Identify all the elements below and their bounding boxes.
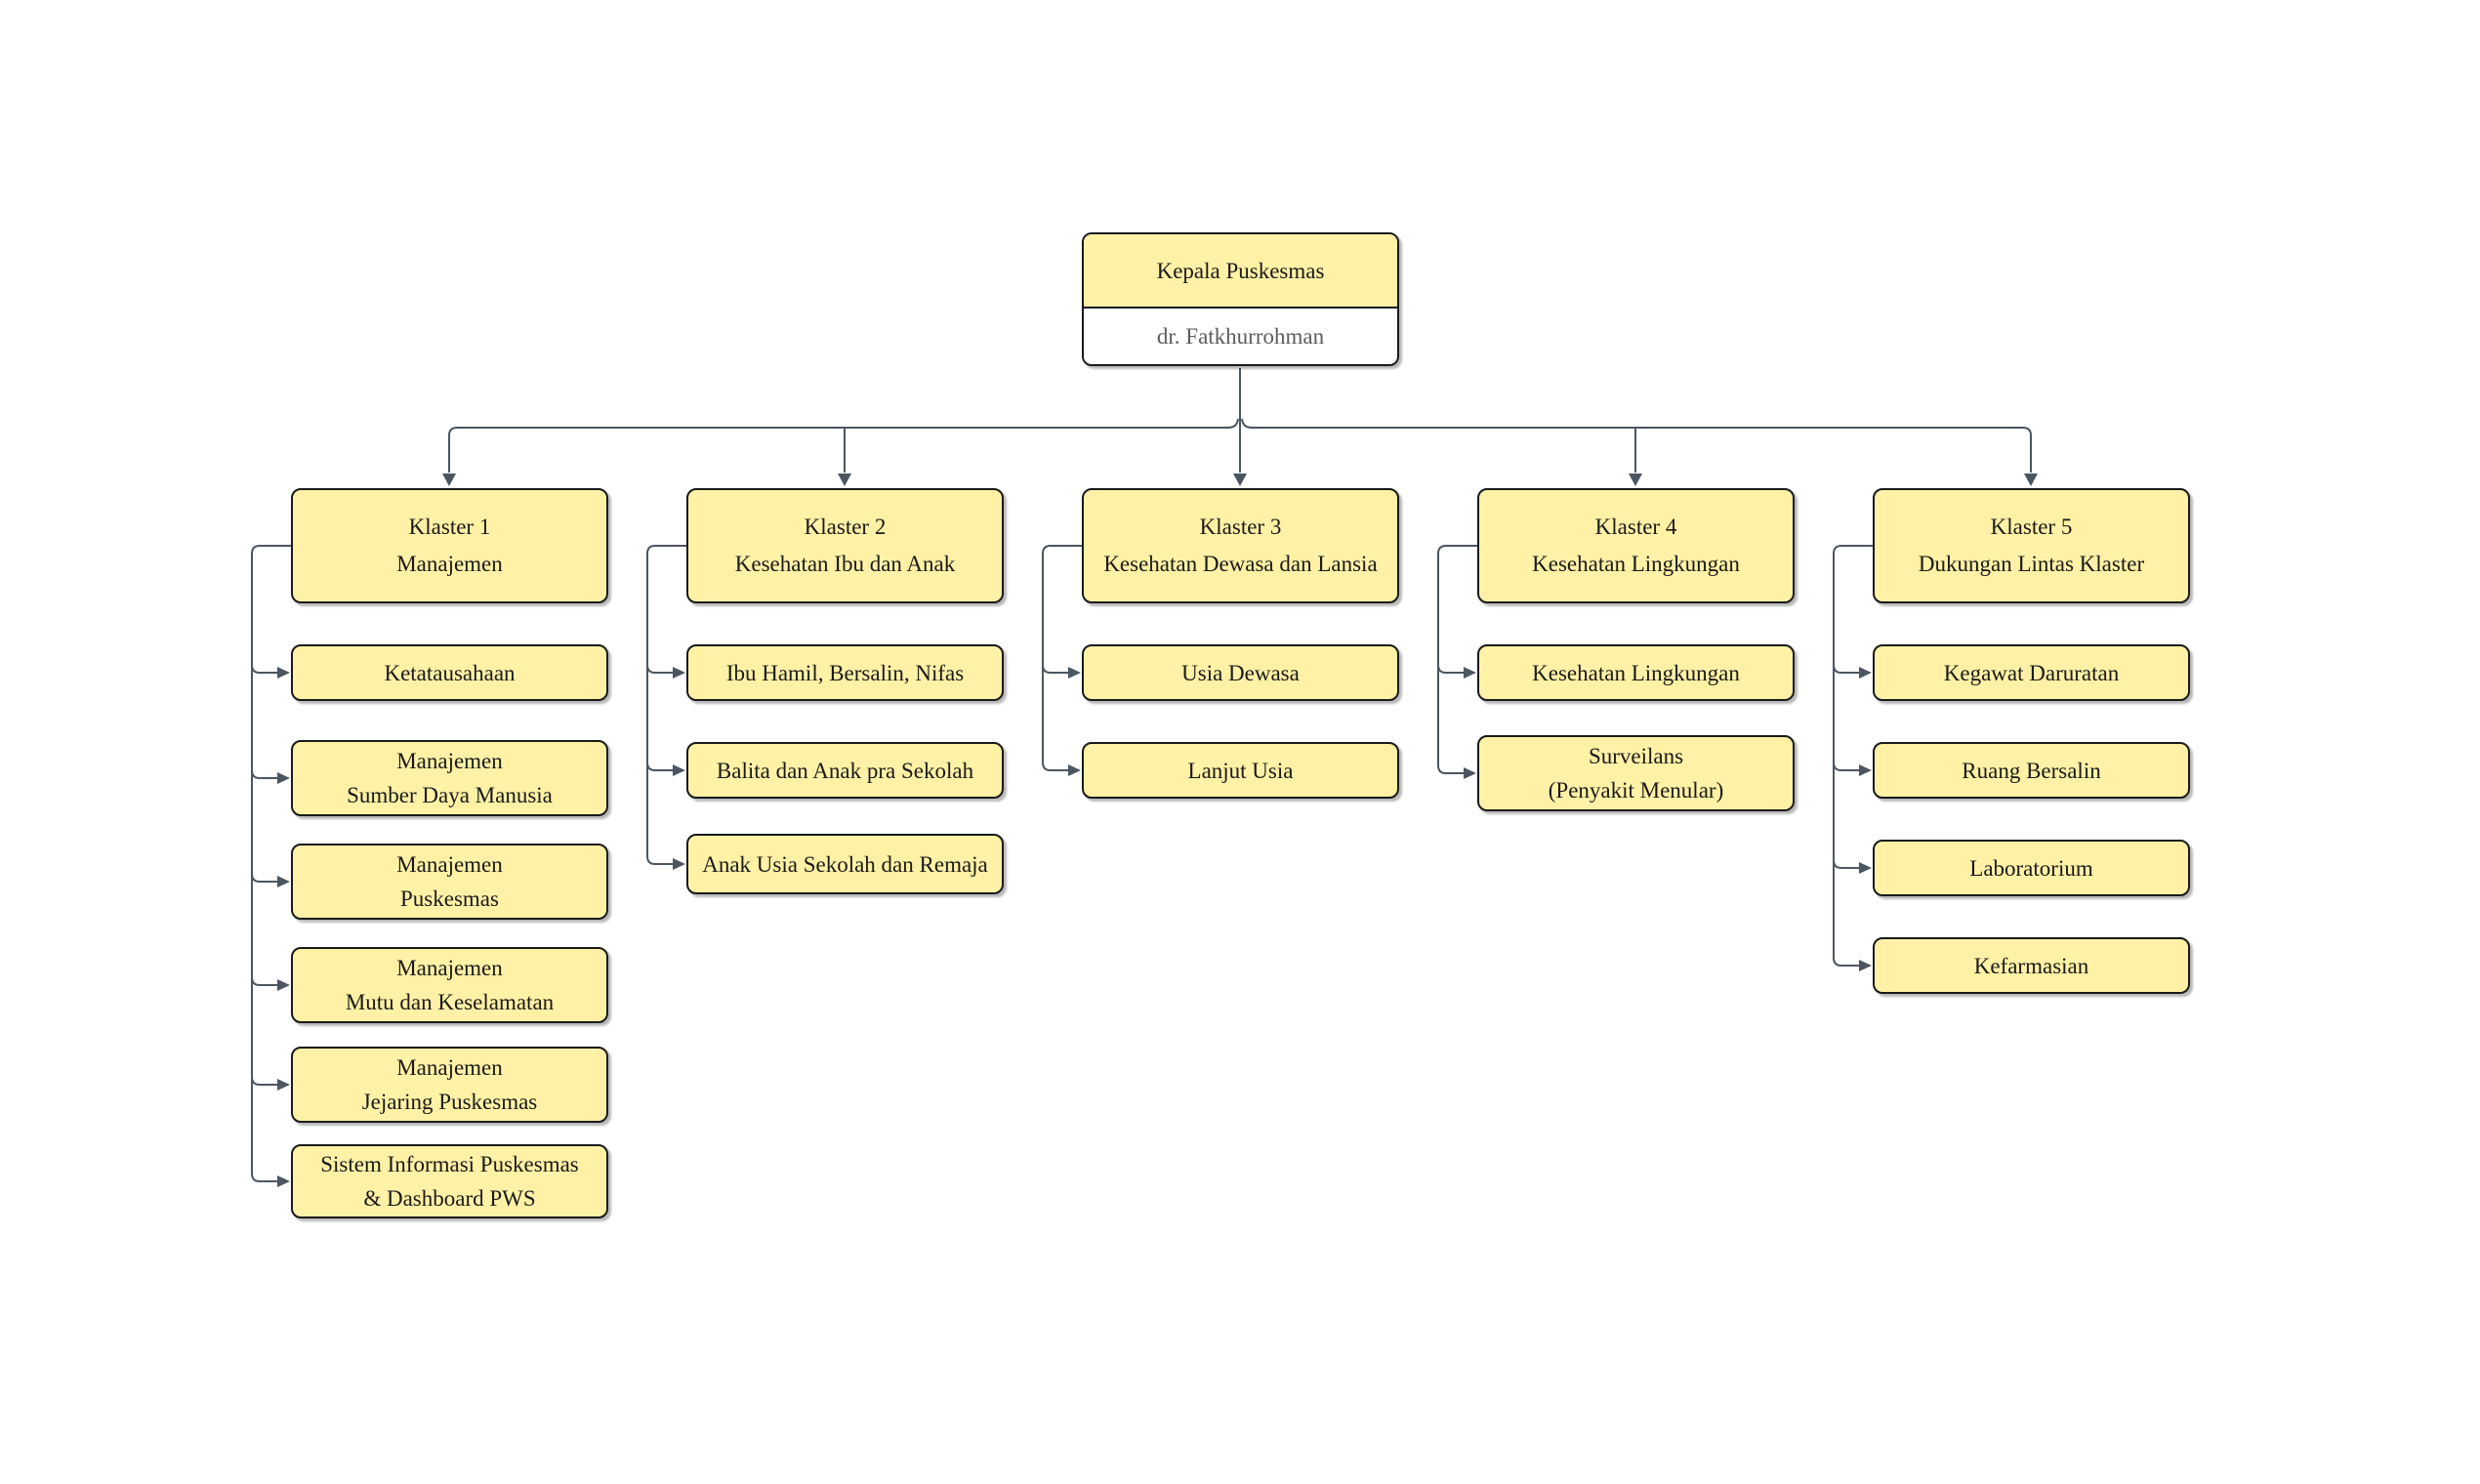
item-laboratorium: Laboratorium [1873, 840, 2190, 896]
arrow-right-icon [1859, 764, 1872, 776]
arrow-right-icon [1859, 960, 1872, 971]
label-line: (Penyakit Menular) [1548, 778, 1724, 803]
cluster-4-header: Klaster 4 Kesehatan Lingkungan [1477, 488, 1795, 603]
arrow-right-icon [277, 876, 290, 887]
arrow-down-icon [2024, 474, 2038, 486]
item-sistem-informasi-puskesmas-dashboard-pws: Sistem Informasi Puskesmas & Dashboard P… [291, 1144, 608, 1218]
cluster-subtitle: Kesehatan Lingkungan [1532, 552, 1740, 576]
label-line: Laboratorium [1969, 855, 2093, 881]
root-title: Kepala Puskesmas [1156, 258, 1325, 283]
item-kefarmasian: Kefarmasian [1873, 937, 2190, 994]
cluster-subtitle: Kesehatan Ibu dan Anak [734, 552, 956, 576]
arrow-right-icon [1859, 862, 1872, 874]
label-line: Ruang Bersalin [1962, 758, 2101, 783]
item-ibu-hamil-bersalin-nifas: Ibu Hamil, Bersalin, Nifas [686, 644, 1004, 701]
root-title-band: Kepala Puskesmas [1084, 234, 1397, 309]
item-ruang-bersalin: Ruang Bersalin [1873, 742, 2190, 799]
cluster-1-header: Klaster 1 Manajemen [291, 488, 608, 603]
cluster-4-rail [1437, 545, 1477, 779]
cluster-title: Klaster 5 [1990, 515, 2073, 539]
cluster-title: Klaster 2 [804, 515, 887, 539]
item-lanjut-usia: Lanjut Usia [1082, 742, 1399, 799]
item-kegawat-daruratan: Kegawat Daruratan [1873, 644, 2190, 701]
arrow-right-icon [1068, 667, 1081, 679]
label-line: Sumber Daya Manusia [347, 783, 553, 807]
item-usia-dewasa: Usia Dewasa [1082, 644, 1399, 701]
arrow-right-icon [1859, 667, 1872, 679]
item-manajemen-mutu-dan-keselamatan: Manajemen Mutu dan Keselamatan [291, 947, 608, 1023]
cluster-2-rail [646, 545, 686, 870]
label-line: Sistem Informasi Puskesmas [320, 1152, 579, 1176]
root-node: Kepala Puskesmas dr. Fatkhurrohman [1082, 232, 1399, 366]
label-line: Lanjut Usia [1187, 758, 1294, 783]
label-line: Jejaring Puskesmas [361, 1090, 538, 1114]
item-manajemen-puskesmas: Manajemen Puskesmas [291, 844, 608, 920]
label-line: Usia Dewasa [1181, 660, 1300, 685]
item-balita-dan-anak-pra-sekolah: Balita dan Anak pra Sekolah [686, 742, 1004, 799]
cluster-subtitle: Dukungan Lintas Klaster [1918, 552, 2145, 576]
arrow-right-icon [1464, 767, 1476, 779]
root-subtitle-band: dr. Fatkhurrohman [1084, 309, 1397, 364]
arrow-right-icon [277, 1175, 290, 1187]
cluster-title: Klaster 4 [1594, 515, 1677, 539]
label-line: Surveilans [1588, 744, 1684, 768]
cluster-5-header: Klaster 5 Dukungan Lintas Klaster [1873, 488, 2190, 603]
item-manajemen-jejaring-puskesmas: Manajemen Jejaring Puskesmas [291, 1047, 608, 1123]
label-line: Balita dan Anak pra Sekolah [716, 758, 974, 783]
label-line: & Dashboard PWS [363, 1186, 536, 1211]
arrow-right-icon [1464, 667, 1476, 679]
item-surveilans-penyakit-menular: Surveilans (Penyakit Menular) [1477, 735, 1795, 811]
item-manajemen-sumber-daya-manusia: Manajemen Sumber Daya Manusia [291, 740, 608, 816]
cluster-subtitle: Kesehatan Dewasa dan Lansia [1103, 552, 1378, 576]
arrow-right-icon [673, 667, 685, 679]
root-subtitle: dr. Fatkhurrohman [1156, 324, 1325, 349]
cluster-1-rail [251, 545, 291, 1187]
label-line: Kegawat Daruratan [1943, 660, 2120, 685]
arrow-down-icon [1629, 474, 1642, 486]
arrow-right-icon [277, 772, 290, 784]
label-line: Anak Usia Sekolah dan Remaja [702, 851, 988, 877]
cluster-5-rail [1833, 545, 1873, 971]
label-line: Ketatausahaan [384, 660, 516, 685]
item-anak-usia-sekolah-dan-remaja: Anak Usia Sekolah dan Remaja [686, 834, 1004, 894]
root-to-clusters-connector [442, 368, 2038, 486]
cluster-title: Klaster 1 [408, 515, 491, 539]
label-line: Manajemen [396, 956, 503, 980]
cluster-title: Klaster 3 [1199, 515, 1282, 539]
arrow-right-icon [277, 979, 290, 991]
arrow-right-icon [277, 667, 290, 679]
label-line: Manajemen [396, 1055, 503, 1080]
arrow-right-icon [673, 858, 685, 870]
item-ketatausahaan: Ketatausahaan [291, 644, 608, 701]
cluster-3-header: Klaster 3 Kesehatan Dewasa dan Lansia [1082, 488, 1399, 603]
cluster-3-rail [1042, 545, 1082, 776]
arrow-right-icon [1068, 764, 1081, 776]
label-line: Ibu Hamil, Bersalin, Nifas [725, 660, 965, 685]
cluster-subtitle: Manajemen [396, 552, 503, 576]
label-line: Manajemen [396, 852, 503, 877]
arrow-down-icon [442, 474, 456, 486]
label-line: Mutu dan Keselamatan [345, 990, 555, 1014]
label-line: Kesehatan Lingkungan [1532, 660, 1740, 685]
arrow-down-icon [1233, 474, 1247, 486]
arrow-down-icon [838, 474, 851, 486]
item-kesehatan-lingkungan: Kesehatan Lingkungan [1477, 644, 1795, 701]
cluster-2-header: Klaster 2 Kesehatan Ibu dan Anak [686, 488, 1004, 603]
label-line: Kefarmasian [1973, 953, 2089, 978]
label-line: Puskesmas [400, 886, 499, 911]
arrow-right-icon [673, 764, 685, 776]
arrow-right-icon [277, 1079, 290, 1091]
label-line: Manajemen [396, 749, 503, 773]
